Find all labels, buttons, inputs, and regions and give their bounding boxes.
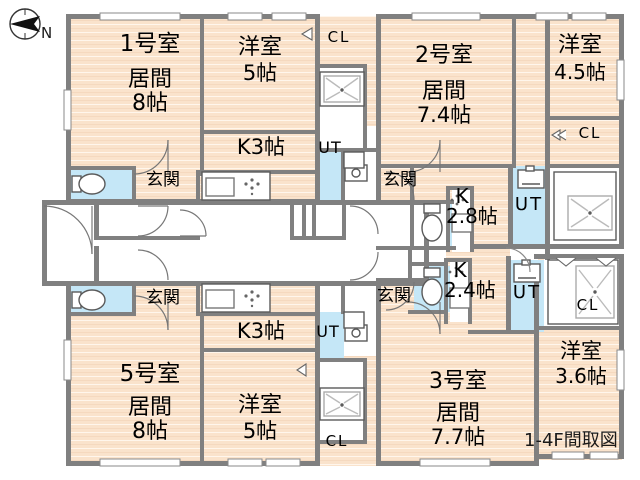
closet-marks [296,27,617,378]
toilet-unit5 [71,289,106,311]
sink-unit2 [517,165,545,189]
sink-unit5 [344,324,368,342]
compass [6,6,64,42]
toilet-unit2 [421,203,443,242]
bathtub-unit5 [319,387,365,421]
kitchen-counter-unit1 [201,171,271,201]
doors [43,139,531,335]
toilet-unit3 [421,267,443,306]
kitchen-counter-unit2 [450,194,473,233]
toilet-unit1 [71,173,106,195]
bathtub-unit3 [547,259,619,325]
kitchen-counter-unit3 [448,266,471,309]
plan-caption: 1-4F間取図 [524,430,618,451]
compass-needle [10,16,40,32]
kitchen-counter-unit5 [201,283,271,313]
bathtub-unit2 [553,171,617,241]
sink-unit1 [344,164,368,182]
windows [63,12,625,467]
compass-north-label: N [41,24,53,42]
bathtub-unit1 [319,71,365,107]
fixtures [71,71,619,421]
sink-unit3 [513,259,541,283]
